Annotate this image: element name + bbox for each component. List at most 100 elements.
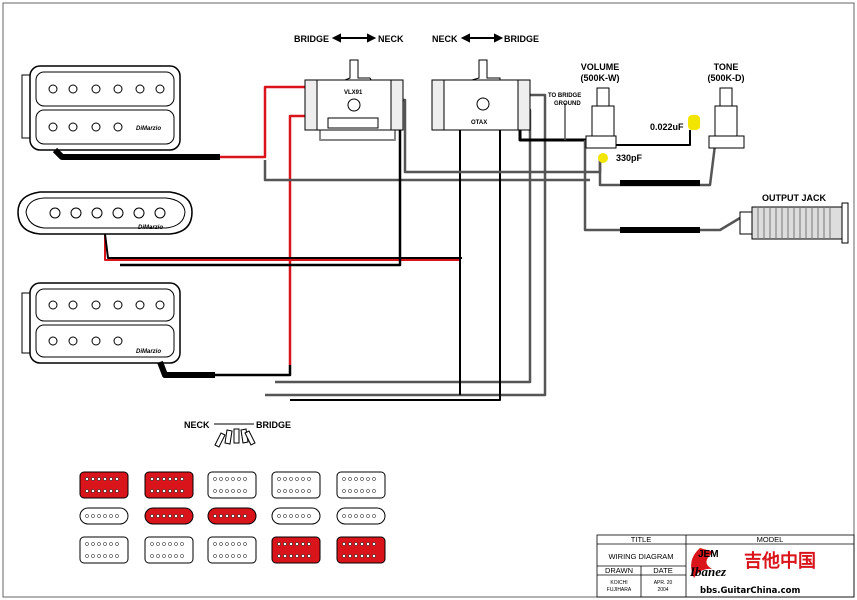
pole-piece (372, 554, 376, 558)
pole-piece (103, 477, 107, 481)
pole-piece (85, 514, 89, 518)
middle-single-coil: DiMarzio (17, 191, 193, 235)
tone-pot (688, 87, 745, 149)
title-block (596, 534, 855, 598)
pole-piece (174, 554, 178, 558)
dimarzio-logo: DiMarzio (138, 225, 163, 231)
pole-piece (243, 477, 247, 481)
pole-piece (372, 514, 376, 518)
pole-piece (91, 477, 95, 481)
pole-piece (348, 489, 352, 493)
cap-330pf-label: 330pF (616, 153, 643, 163)
pole-piece (103, 514, 107, 518)
humbucker-position-icon (79, 471, 129, 499)
pole-piece (180, 554, 184, 558)
pole-piece (289, 542, 293, 546)
humbucker-position-icon (207, 471, 257, 499)
pole-piece (348, 542, 352, 546)
pole-piece (168, 514, 172, 518)
otax-switch: OTAX (431, 59, 531, 131)
pole-piece (283, 542, 287, 546)
pole-piece (231, 514, 235, 518)
pole-piece (348, 477, 352, 481)
wires (52, 85, 741, 401)
pole-piece (115, 542, 119, 546)
pole-piece (231, 554, 235, 558)
title-value: WIRING DIAGRAM (609, 552, 674, 561)
pole-piece (225, 514, 229, 518)
pole-piece (156, 477, 160, 481)
pole-piece (283, 554, 287, 558)
pole-piece (342, 514, 346, 518)
pole-piece (372, 542, 376, 546)
bridge-humbucker: DiMarzio (21, 282, 181, 364)
pole-piece (301, 542, 305, 546)
pole-piece (342, 554, 346, 558)
pole-piece (372, 489, 376, 493)
pole-piece (366, 554, 370, 558)
pole-piece (103, 542, 107, 546)
pole-piece (85, 542, 89, 546)
cap-0022uf-label: 0.022uF (650, 122, 684, 132)
dimarzio-logo: DiMarzio (136, 126, 161, 132)
pole-piece (360, 477, 364, 481)
pole-piece (354, 489, 358, 493)
pole-piece (366, 477, 370, 481)
legend-bridge-label: BRIDGE (256, 420, 291, 430)
pole-piece (150, 542, 154, 546)
pole-piece (174, 477, 178, 481)
pole-piece (366, 514, 370, 518)
pole-piece (237, 477, 241, 481)
pole-piece (115, 554, 119, 558)
pole-piece (97, 514, 101, 518)
pole-piece (360, 554, 364, 558)
pole-piece (354, 477, 358, 481)
pole-piece (366, 542, 370, 546)
vlx-right-label: NECK (378, 34, 404, 44)
dimarzio-logo: DiMarzio (136, 349, 161, 355)
pole-piece (219, 489, 223, 493)
pole-piece (168, 542, 172, 546)
neck-humbucker: DiMarzio (21, 65, 181, 151)
output-jack (739, 202, 849, 244)
otax-right-label: BRIDGE (504, 34, 539, 44)
legend-neck-label: NECK (184, 420, 210, 430)
pole-piece (301, 477, 305, 481)
watermark-chars: 吉他中国 (744, 550, 816, 572)
pole-piece (150, 554, 154, 558)
pole-piece (301, 489, 305, 493)
tone-label: TONE(500K-D) (707, 62, 744, 83)
pole-piece (237, 542, 241, 546)
pole-piece (231, 477, 235, 481)
pole-piece (213, 477, 217, 481)
pole-piece (91, 489, 95, 493)
humbucker-position-icon (336, 471, 386, 499)
pole-piece (162, 489, 166, 493)
humbucker-position-icon (207, 536, 257, 564)
pole-piece (168, 477, 172, 481)
pole-piece (213, 542, 217, 546)
pole-piece (277, 514, 281, 518)
pole-piece (277, 542, 281, 546)
pole-piece (307, 514, 311, 518)
pole-piece (283, 514, 287, 518)
pole-piece (180, 489, 184, 493)
pole-piece (295, 554, 299, 558)
pole-piece (307, 542, 311, 546)
ibanez-logo-text: Ibanez (689, 564, 727, 579)
pole-piece (213, 514, 217, 518)
pole-piece (174, 542, 178, 546)
drawn-header: DRAWN (605, 566, 633, 575)
pole-piece (91, 554, 95, 558)
pole-piece (213, 489, 217, 493)
vlx-left-label: BRIDGE (294, 34, 329, 44)
pole-piece (237, 489, 241, 493)
pole-piece (115, 489, 119, 493)
vlx91-switch: VLX91 (304, 59, 404, 131)
pole-piece (91, 542, 95, 546)
watermark-url: bbs.GuitarChina.com (700, 586, 800, 596)
pole-piece (162, 514, 166, 518)
pole-piece (348, 514, 352, 518)
